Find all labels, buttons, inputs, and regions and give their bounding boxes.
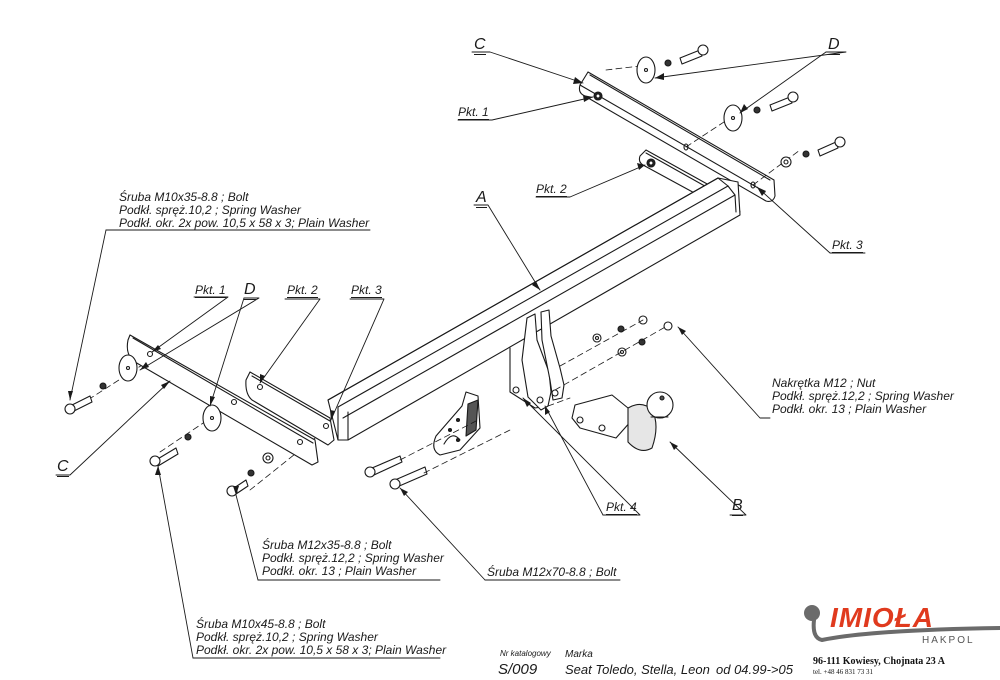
note-line: Podkł. okr. 2x pow. 10,5 x 58 x 3; Plain… [119,216,370,230]
arrowheads [68,73,766,496]
label-pkt3-left: Pkt. 3 [351,283,382,298]
label-c-top: C [474,36,486,55]
model-years: od 04.99->05 [716,662,793,677]
top-washers-bolts [636,44,846,168]
note-line: Podkł. spręż.10,2 ; Spring Washer [119,203,301,217]
tow-ball-b [571,391,674,451]
top-bracket-c [578,71,776,202]
label-pkt2-top: Pkt. 2 [536,182,567,197]
leader-lines [55,51,866,659]
note-line: Podkł. okr. 2x pow. 10,5 x 58 x 3; Plain… [196,643,447,657]
note-line: Śruba M12x70-8.8 ; Bolt [487,565,617,579]
note-line: Śruba M10x35-8.8 ; Bolt [119,190,249,204]
label-d-left: D [244,281,256,300]
bolts-m12x70 [364,455,428,490]
label-pkt4: Pkt. 4 [606,500,637,515]
note-bolt-m12x70: Śruba M12x70-8.8 ; Bolt [487,566,616,579]
note-line: Podkł. spręż.10,2 ; Spring Washer [196,630,378,644]
note-nut-m12: Nakrętka M12 ; Nut Podkł. spręż.12,2 ; S… [772,377,954,416]
note-bolt-m12x35: Śruba M12x35-8.8 ; Bolt Podkł. spręż.12,… [262,539,444,578]
note-bolt-m10x45: Śruba M10x45-8.8 ; Bolt Podkł. spręż.10,… [196,618,446,657]
note-line: Nakrętka M12 ; Nut [772,376,876,390]
note-line: Podkł. okr. 13 ; Plain Washer [262,564,417,578]
label-c-left: C [57,458,69,477]
label-d-top: D [828,36,840,55]
left-washers-bolts [64,354,274,497]
label-pkt2-left: Pkt. 2 [287,283,318,298]
vehicle-models: Seat Toledo, Stella, Leon [565,662,710,677]
main-beam-a [327,177,741,441]
note-line: Podkł. okr. 13 ; Plain Washer [772,402,927,416]
note-line: Podkł. spręż.12,2 ; Spring Washer [772,389,954,403]
label-a: A [476,189,487,208]
catalog-number: S/009 [498,661,538,678]
note-line: Podkł. spręż.12,2 ; Spring Washer [262,551,444,565]
label-pkt1-left: Pkt. 1 [195,283,226,298]
note-line: Śruba M12x35-8.8 ; Bolt [262,538,392,552]
drop-bracket [509,309,565,411]
logo-address: 96-111 Kowiesy, Chojnata 23 A [813,656,945,667]
nuts-washers-right [592,315,673,357]
left-bracket-2 [245,371,335,446]
socket-plate [433,391,481,456]
logo-sub: HAKPOL [922,635,975,646]
logo-brand: IMIOŁA [830,602,934,633]
label-pkt1-top: Pkt. 1 [458,105,489,120]
label-b: B [732,497,743,516]
imiola-logo-mark [804,605,1000,642]
dashed-assembly-lines [79,65,801,491]
catalog-label: Nr katalogowy [500,649,551,658]
logo-phone: tel. +48 46 831 73 31 [813,668,873,676]
note-line: Śruba M10x45-8.8 ; Bolt [196,617,326,631]
label-pkt3-top: Pkt. 3 [832,238,863,253]
note-bolt-m10x35: Śruba M10x35-8.8 ; Bolt Podkł. spręż.10,… [119,191,369,230]
brand-label: Marka [565,649,593,660]
